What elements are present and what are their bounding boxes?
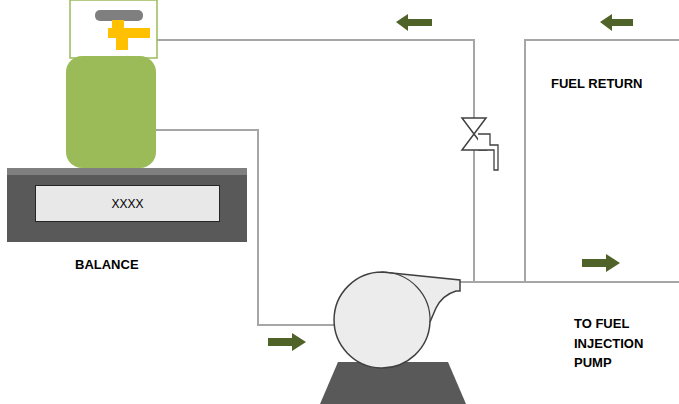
display-readout: XXXX [111,197,143,211]
pump-symbol [320,272,466,404]
pipe-label: TO FUEL INJECTION PUMP [574,314,674,373]
valve-symbol [462,118,498,170]
return-pipe [525,40,679,282]
bypass-pipe [157,40,474,282]
feed-pipe [455,281,679,283]
pipe-label: FUEL RETURN [551,74,675,94]
flow-arrows [268,14,633,351]
fuel-tank [66,0,157,168]
balance-base: BALANCEXXXX [7,168,247,242]
balance-display: XXXX [35,185,220,222]
balance-label: BALANCE [75,257,139,272]
